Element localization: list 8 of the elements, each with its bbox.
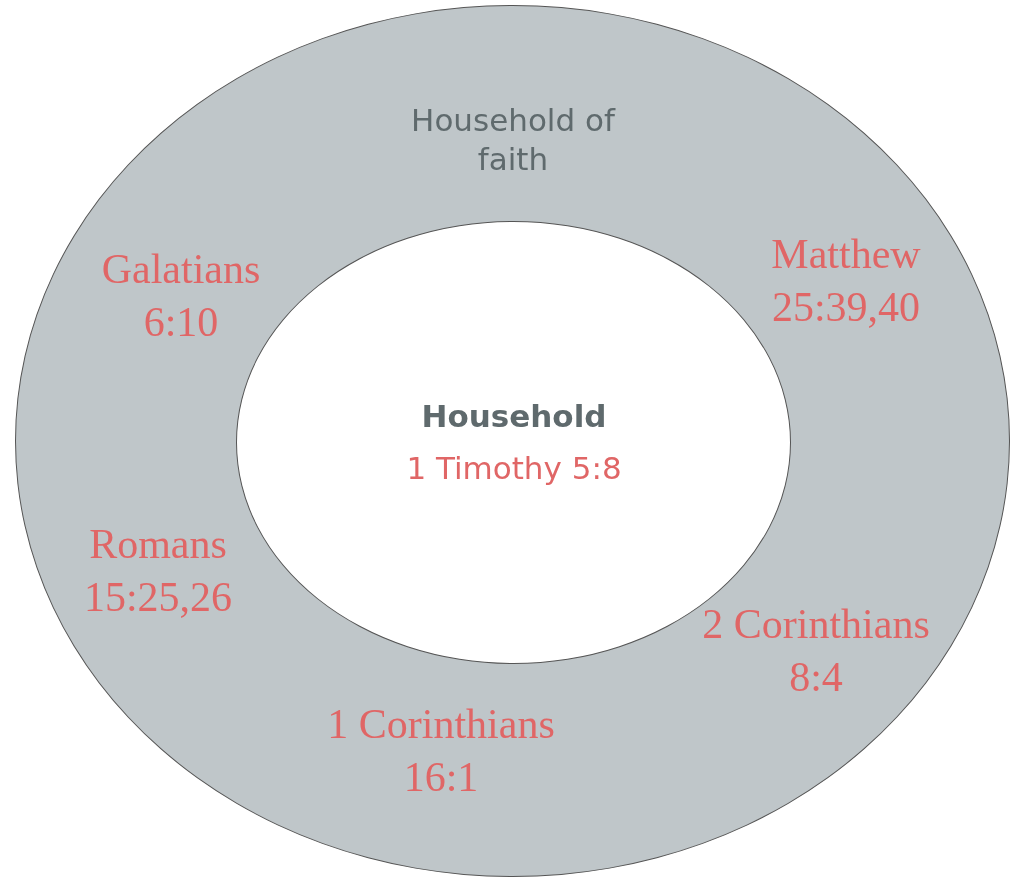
scripture-reference: Romans 15:25,26 bbox=[82, 520, 234, 622]
center-heading: Household bbox=[420, 397, 608, 436]
scripture-reference: Matthew 25:39,40 bbox=[770, 230, 922, 332]
scripture-reference: Galatians 6:10 bbox=[100, 245, 262, 347]
scripture-reference: 2 Corinthians 8:4 bbox=[701, 600, 931, 702]
scripture-reference: 1 Timothy 5:8 bbox=[405, 449, 623, 488]
ring-heading: Household of faith bbox=[410, 101, 617, 179]
scripture-reference: 1 Corinthians 16:1 bbox=[326, 700, 556, 802]
